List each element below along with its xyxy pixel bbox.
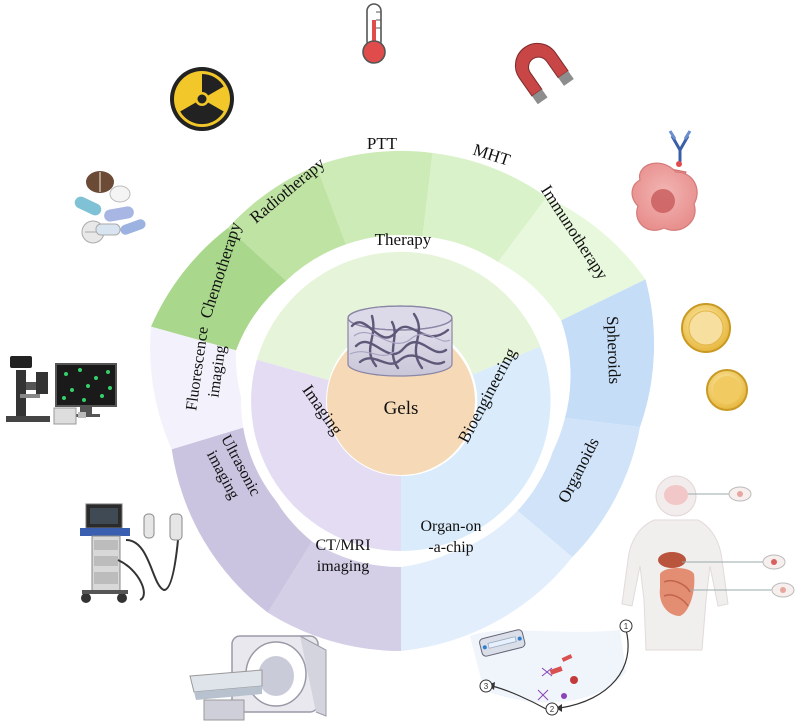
segment-fluorescence (150, 326, 251, 450)
magnet-icon (514, 43, 574, 105)
core-label: Gels (384, 398, 419, 419)
segment-spheroids (561, 279, 655, 427)
label-ptt: PTT (367, 134, 398, 153)
antibody-cell-icon (631, 130, 698, 231)
label-ct-mri-line1: CT/MRI (315, 537, 370, 554)
segment-organ-on-chip (401, 505, 573, 651)
workflow-step-3: 3 (484, 682, 489, 691)
radiation-icon (170, 67, 234, 131)
workflow-step-2: 2 (550, 705, 555, 714)
label-ct-mri-line2: imaging (317, 558, 369, 575)
segment-mht (422, 153, 547, 262)
microscope-icon (6, 356, 117, 425)
label-organ-on-chip-line2: -a-chip (428, 539, 473, 556)
segment-ptt (316, 150, 433, 245)
mri-scanner-icon (189, 635, 327, 721)
segment-ct-mri (267, 541, 401, 652)
segment-radiotherapy (228, 165, 346, 281)
organ-chip-workflow-icon: 1 2 3 (470, 619, 633, 716)
label-organ-on-chip-line1: Organ-on (420, 518, 481, 535)
workflow-step-1: 1 (624, 622, 629, 631)
sector-bioengineering (401, 346, 551, 551)
label-spheroids: Spheroids (603, 316, 624, 385)
spheroid-icon (681, 303, 748, 411)
segment-immunotherapy (498, 197, 646, 321)
sector-imaging (251, 359, 401, 551)
ultrasound-machine-icon (80, 503, 183, 603)
thermometer-icon (362, 3, 386, 64)
segment-organoids (510, 418, 640, 558)
human-body-organs-icon (621, 475, 795, 651)
category-therapy-label: Therapy (375, 230, 432, 249)
gel-network-icon (347, 305, 453, 377)
pills-icon (74, 171, 146, 244)
segment-ultrasonic (171, 425, 312, 613)
outer-ring (150, 150, 655, 652)
segment-chemotherapy (151, 227, 287, 351)
